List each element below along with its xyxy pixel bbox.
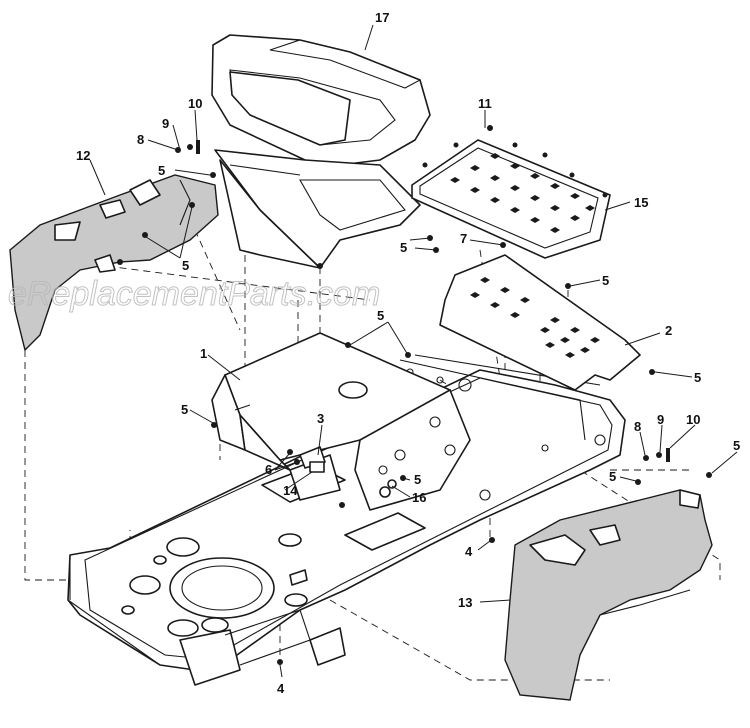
callout-5-plate: 5 bbox=[602, 273, 609, 288]
callout-12: 12 bbox=[76, 148, 90, 163]
callout-5-mat: 5 bbox=[400, 240, 407, 255]
callout-10-left: 10 bbox=[188, 96, 202, 111]
callout-17: 17 bbox=[375, 10, 389, 25]
right-fender bbox=[504, 489, 713, 701]
callout-3: 3 bbox=[317, 411, 324, 426]
watermark-text: eReplacementParts.com bbox=[8, 275, 380, 313]
plate-tread-pattern bbox=[470, 277, 600, 358]
callout-2: 2 bbox=[665, 323, 672, 338]
seat-mount-plate bbox=[211, 332, 471, 511]
callout-5-right-plate: 5 bbox=[694, 370, 701, 385]
callout-8-right: 8 bbox=[634, 419, 641, 434]
switch bbox=[379, 479, 397, 498]
callout-11: 11 bbox=[478, 96, 492, 111]
callout-7: 7 bbox=[460, 231, 467, 246]
callout-9-left: 9 bbox=[162, 116, 169, 131]
callout-4-center: 4 bbox=[465, 544, 473, 559]
callout-13: 13 bbox=[458, 595, 472, 610]
callout-5-center: 5 bbox=[377, 308, 384, 323]
callout-14: 14 bbox=[283, 483, 298, 498]
callout-4-bottom: 4 bbox=[277, 681, 285, 696]
callout-5-plate-left: 5 bbox=[181, 402, 188, 417]
callout-1: 1 bbox=[200, 346, 207, 361]
seat bbox=[211, 34, 431, 269]
callout-labels: 17 11 10 9 8 12 5 5 5 7 15 5 5 2 5 1 5 3… bbox=[76, 10, 740, 696]
left-fender bbox=[9, 174, 219, 352]
foot-plate bbox=[439, 254, 641, 391]
callout-5-far-right: 5 bbox=[733, 438, 740, 453]
switch-bracket bbox=[289, 446, 341, 501]
floor-mat bbox=[411, 139, 611, 259]
mat-tread-pattern bbox=[450, 153, 595, 233]
callout-8-left: 8 bbox=[137, 132, 144, 147]
callout-16: 16 bbox=[412, 490, 426, 505]
callout-5-fender-left: 5 bbox=[182, 258, 189, 273]
leader-lines bbox=[89, 24, 738, 678]
callout-5-fender-right: 5 bbox=[609, 469, 616, 484]
callout-6: 6 bbox=[265, 462, 272, 477]
callout-15: 15 bbox=[634, 195, 648, 210]
callout-5-switch: 5 bbox=[414, 472, 421, 487]
callout-5-upper-left: 5 bbox=[158, 163, 165, 178]
callout-9-right: 9 bbox=[657, 412, 664, 427]
callout-10-right: 10 bbox=[686, 412, 700, 427]
